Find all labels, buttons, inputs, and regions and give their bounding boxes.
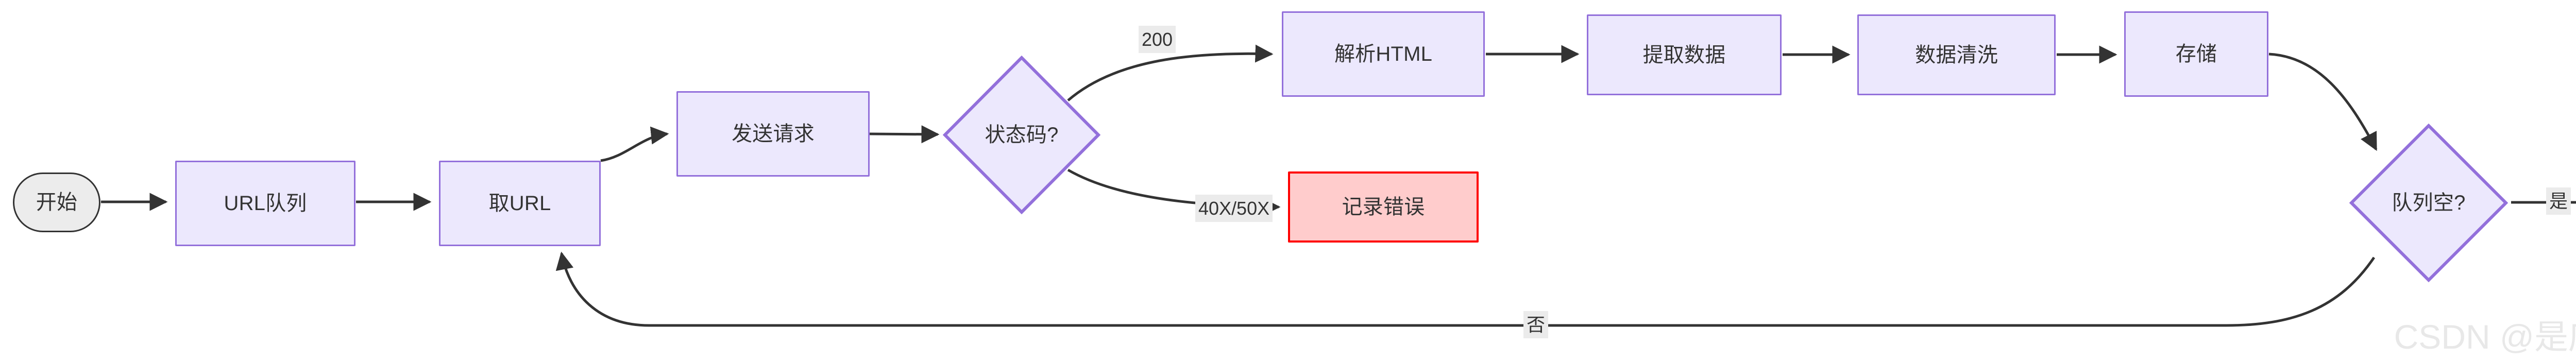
node-data-clean-label: 数据清洗 [1915, 43, 1998, 66]
csdn-watermark: CSDN @是店小二呀 [2394, 318, 2576, 356]
edge-empty-to-fetch-loop [555, 251, 2376, 327]
node-queue-empty[interactable]: 队列空? [2349, 124, 2508, 282]
node-send-request[interactable]: 发送请求 [676, 91, 870, 177]
node-start[interactable]: 开始 [13, 173, 100, 232]
node-status-code[interactable]: 状态码? [943, 56, 1100, 214]
node-log-error-label: 记录错误 [1342, 196, 1425, 218]
edge-label-status-error: 40X/50X [1195, 195, 1273, 222]
node-store-label: 存储 [2175, 43, 2217, 65]
node-fetch-url-label: 取URL [488, 192, 551, 215]
node-url-queue-label: URL队列 [224, 192, 307, 215]
node-send-request-label: 发送请求 [732, 123, 815, 145]
node-extract-data[interactable]: 提取数据 [1587, 14, 1782, 95]
node-data-clean[interactable]: 数据清洗 [1857, 14, 2056, 95]
edge-fetch-to-request [600, 126, 669, 162]
node-queue-empty-label: 队列空? [2392, 192, 2466, 214]
node-parse-html-label: 解析HTML [1334, 43, 1433, 65]
edge-label-status-200: 200 [1139, 26, 1176, 53]
node-parse-html[interactable]: 解析HTML [1282, 11, 1485, 97]
node-status-code-label: 状态码? [985, 124, 1059, 146]
edge-label-empty-no: 否 [1523, 311, 1549, 338]
node-fetch-url[interactable]: 取URL [439, 161, 601, 246]
edge-label-empty-yes: 是 [2546, 187, 2571, 215]
queue-empty-diamond-shape [2349, 124, 2508, 282]
node-extract-data-label: 提取数据 [1642, 43, 1726, 66]
status-code-diamond-shape [943, 56, 1100, 214]
node-start-label: 开始 [36, 191, 78, 214]
edge-store-to-empty [2268, 53, 2378, 151]
node-log-error[interactable]: 记录错误 [1288, 171, 1479, 243]
edge-status-to-parse [1067, 44, 1274, 101]
node-url-queue[interactable]: URL队列 [175, 161, 355, 246]
node-store[interactable]: 存储 [2124, 11, 2268, 97]
